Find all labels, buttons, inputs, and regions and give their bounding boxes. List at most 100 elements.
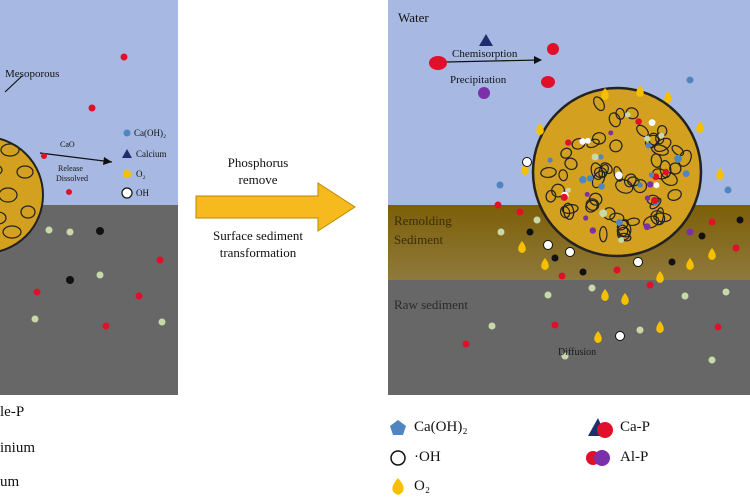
process-label-line3: Surface sediment [213,228,303,243]
particle-pore [588,192,603,206]
particle-pore [650,210,666,226]
particle-inclusion [648,119,656,126]
particle-pore [667,189,682,201]
legend-alp-label: Al-P [620,449,649,465]
left-panel [0,0,178,395]
o2-drop [664,91,672,103]
remolding-label-line2: Sediment [394,232,444,247]
particle-pore [652,168,668,180]
particle-pore [643,215,660,229]
particle-inclusion [584,191,590,197]
left-sediment-region [0,205,178,395]
right-scattered-species [462,76,744,364]
particle-pore [585,198,600,211]
particle-pore [651,144,669,156]
particle-pore [615,179,634,194]
water-label: Water [398,10,429,25]
o2-drop [708,248,716,260]
process-label-line2: remove [238,172,278,187]
o2-drop [518,241,526,253]
black-dot [551,254,559,262]
o2-drop [536,123,544,135]
o2-drop [594,331,602,343]
particle-pore [558,169,569,182]
particle-pore [586,138,600,149]
particle-inclusion [565,187,571,193]
particle-inclusion [615,171,623,180]
green-dot [708,356,716,364]
oh-radical [543,240,553,250]
green-dot [533,216,541,224]
particle-pore [671,144,685,157]
reaction-label-dissolved: Dissolved [56,174,88,183]
red-dot [646,281,654,289]
blue-dot [496,181,504,189]
left-reaction-arrow [39,152,113,163]
particle-inclusion [635,118,642,125]
black-dot [668,258,676,266]
red-dot [558,272,566,280]
particle-pore [655,132,665,145]
o2-drop [541,258,549,270]
green-dot [497,228,505,236]
particle-inclusion [618,237,624,244]
particle-pore [560,147,573,159]
particle-pore [615,107,626,120]
particle-pore [609,139,623,153]
reaction-label-release: Release [58,164,83,173]
particle-inclusion [637,182,643,188]
blue-dot [686,76,694,84]
particle-pore [636,124,649,138]
right-panel [388,0,750,395]
left-particle-pores [0,143,36,239]
red-dot [462,340,470,348]
green-dot [544,291,552,299]
particle-inclusion [565,139,572,146]
red-dot [732,244,740,252]
bottom-left-legend-item-1: le-P [0,404,25,420]
black-dot [698,232,706,240]
particle-inclusion [647,181,654,188]
particle-inclusion [648,172,655,178]
black-dot [736,216,744,224]
red-dot [551,321,559,329]
particle-inclusion [589,227,596,234]
particle-inclusion [579,176,587,184]
particle-inclusion [608,130,614,136]
particle-inclusion [682,170,690,178]
particle-inclusion [547,157,553,163]
left-legend-caoh2-label: Ca(OH)₂ [134,128,167,138]
particle-inclusion [643,223,651,231]
particle-inclusion [644,135,651,142]
particle-inclusion [658,132,665,139]
particle-pore [561,204,579,214]
legend-oh-label: ·OH [414,449,441,465]
particle-pore [627,176,640,187]
particle-inclusion [653,182,660,189]
o2-drop [696,121,704,133]
particle-pore [625,107,639,120]
particle-pore [562,202,575,220]
legend-o2-label: O₂ [414,478,431,494]
legend-o2-drop [392,478,404,495]
particle-inclusion [598,154,604,160]
o2-drop [686,258,694,270]
red-dot [494,201,502,209]
particle-pore [650,153,663,168]
precipitation-label: Precipitation [450,74,507,86]
right-porous-particle [531,86,703,258]
left-legend-oh-dot [121,187,133,199]
particle-pore [564,157,578,171]
left-legend-oh-label: OH [136,188,149,198]
legend-oh-circle [390,450,406,466]
red-dot [708,218,716,226]
o2-drop [601,289,609,301]
o2-drop [656,321,664,333]
green-dot [561,352,569,360]
particle-pore [608,112,621,128]
green-dot [636,326,644,334]
particle-pore [591,170,606,189]
legend-caoh2-pentagon [390,420,406,435]
particle-pore [598,164,609,178]
process-arrow [195,182,356,232]
